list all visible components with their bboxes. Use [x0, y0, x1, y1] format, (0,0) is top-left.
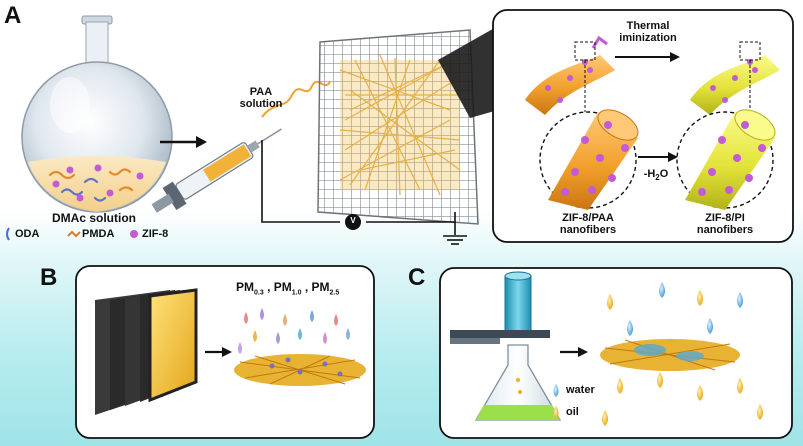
syringe	[151, 128, 282, 213]
dehydration-label: -H2O	[636, 168, 676, 184]
oil-drops	[553, 290, 763, 426]
pm25-sub: 2.5	[329, 289, 340, 297]
syringe-label-line2: solution	[239, 98, 283, 110]
pm10-sub: 1.0	[291, 289, 302, 297]
pm03-sub: 0.3	[254, 289, 264, 297]
panel-c-letter: C	[408, 264, 426, 291]
mesh-collector	[317, 29, 479, 225]
syringe-label-line1: PAA	[249, 86, 273, 98]
clamp	[450, 330, 550, 344]
pmda-icon	[67, 230, 81, 238]
pm10-sep: ,	[301, 280, 312, 294]
voltage-symbol: V	[350, 216, 356, 225]
round-bottom-flask	[21, 15, 173, 213]
panel-b-letter: B	[40, 264, 58, 291]
bag-filter	[95, 288, 198, 415]
panel-a-letter: A	[4, 2, 22, 29]
process-label-line1: Thermal	[626, 20, 670, 32]
pm-label: PM0.3 , PM1.0 , PM2.5	[236, 280, 339, 296]
pm-droplets	[238, 308, 350, 354]
dehydration-arrow	[638, 152, 678, 162]
pm03-sep: ,	[263, 280, 274, 294]
oda-icon	[6, 227, 10, 241]
panel-c-group	[439, 267, 793, 439]
fiber-mat-b	[234, 354, 366, 386]
right-fiber-line2: nanofibers	[696, 224, 754, 236]
right-fiber-label: ZIF-8/PI nanofibers	[685, 212, 765, 236]
legend-pmda-label: PMDA	[82, 228, 115, 240]
voltage-circuit	[261, 140, 467, 245]
process-label-line2: iminization	[619, 32, 677, 44]
legend-water-label: water	[566, 384, 595, 396]
voltage-source	[345, 214, 361, 230]
magnified-paa-fiber	[539, 109, 639, 210]
thermal-iminization-arrow	[615, 52, 680, 62]
zoom-cone	[438, 26, 498, 118]
water-drops	[553, 282, 743, 397]
legend-zif8-label: ZIF-8	[142, 228, 169, 240]
left-fiber-line1: ZIF-8/PAA	[562, 212, 614, 224]
left-fiber-label: ZIF-8/PAA nanofibers	[548, 212, 628, 236]
arrow-flask-to-mat	[560, 347, 588, 357]
arrow-filter-to-mat	[205, 347, 232, 357]
flask-label: DMAc solution	[52, 211, 136, 225]
legend-oil-label: oil	[566, 406, 579, 418]
left-fiber-line2: nanofibers	[559, 224, 617, 236]
pm25-base: PM	[311, 280, 330, 294]
conical-flask	[474, 344, 562, 421]
arrow-flask-to-syringe	[160, 136, 207, 148]
panel-b-group	[75, 265, 375, 439]
dehydration-sub: 2	[655, 173, 660, 183]
pm10-base: PM	[273, 280, 292, 294]
small-fiber-paa	[525, 35, 615, 120]
fiber-mat-c	[600, 339, 740, 371]
funnel-tube	[504, 271, 532, 337]
pm03-base: PM	[236, 280, 254, 294]
magnified-pi-fiber	[676, 109, 776, 210]
process-label: Thermal iminization	[612, 20, 684, 44]
syringe-label: PAA solution	[236, 86, 286, 110]
legend-oda-label: ODA	[15, 228, 40, 240]
panel-a-group	[6, 9, 794, 245]
dehydration-prefix: -H	[643, 168, 656, 180]
zif8-icon	[130, 230, 138, 238]
right-fiber-line1: ZIF-8/PI	[705, 212, 745, 224]
dehydration-suffix: O	[659, 168, 669, 180]
